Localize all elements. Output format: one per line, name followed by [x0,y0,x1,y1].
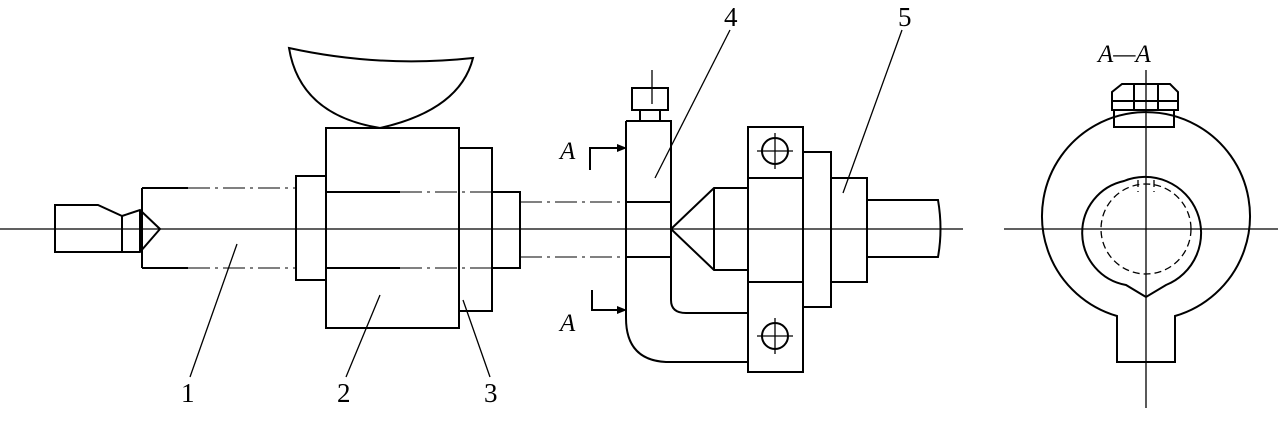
callout-3: 3 [484,378,498,408]
grinding-wheel [287,46,475,130]
section-mark-bottom: A [558,290,627,337]
section-mark-bottom-label: A [558,310,576,337]
part-2-sleeve [295,127,520,329]
callout-1: 1 [181,378,195,408]
part-3-collar [458,147,521,312]
part-1-workpiece [54,187,296,269]
section-mark-top: A [558,138,627,170]
callout-5: 5 [898,2,912,32]
callout-4: 4 [724,2,738,32]
section-view-a-a: A—A [1004,41,1278,408]
callout-2: 2 [337,378,351,408]
part-4-driver [625,70,748,363]
section-mark-top-label: A [558,138,576,165]
section-view-title: A—A [1096,41,1152,68]
leader-lines [189,29,903,378]
part-5-center-body [669,126,942,373]
